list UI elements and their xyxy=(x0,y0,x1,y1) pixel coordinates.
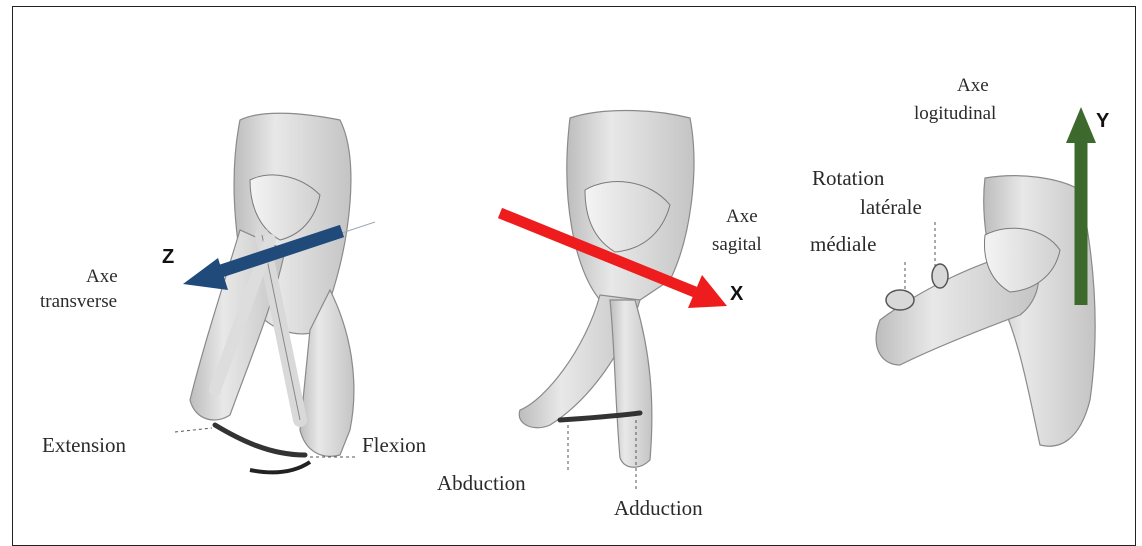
axis-letter-x: X xyxy=(730,283,744,305)
axis-name-y-line2: logitudinal xyxy=(914,103,996,124)
movement-extension-label: Extension xyxy=(42,433,126,457)
axis-name-x-line2: sagital xyxy=(712,234,762,255)
hip-illustration-1 xyxy=(190,113,354,472)
rotation-lateral-label: latérale xyxy=(860,195,922,219)
axis-name-z-line2: transverse xyxy=(40,291,117,312)
rotation-title-label: Rotation xyxy=(812,166,885,190)
movement-abduction-label: Abduction xyxy=(437,471,526,495)
hip-illustration-2 xyxy=(519,111,694,468)
movement-flexion-label: Flexion xyxy=(362,433,427,457)
leader-extension xyxy=(175,428,212,432)
axis-name-y-line1: Axe xyxy=(957,75,989,96)
axis-name-x-line1: Axe xyxy=(726,206,758,227)
rotation-medial-label: médiale xyxy=(810,232,876,256)
axis-letter-y: Y xyxy=(1096,110,1110,132)
panel-hip-rotation: Y Axe logitudinal Rotation latérale médi… xyxy=(810,75,1110,446)
axis-letter-z: Z xyxy=(162,246,174,268)
panel-hip-abduction: X Axe sagital Abduction Adduction xyxy=(437,111,762,521)
panel-hip-flexion: Z Axe transverse Extension Flexion xyxy=(40,113,427,472)
axis-name-z-line1: Axe xyxy=(86,266,118,287)
movement-adduction-label: Adduction xyxy=(614,496,703,520)
